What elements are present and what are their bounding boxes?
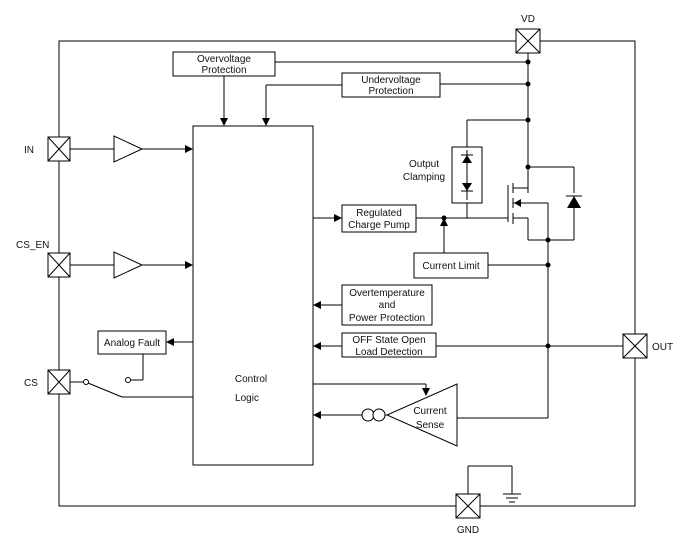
overvoltage-label-2: Protection xyxy=(201,65,246,76)
overtemperature-label-2: and xyxy=(379,300,396,311)
undervoltage-label-1: Undervoltage xyxy=(361,75,421,86)
charge-pump-block xyxy=(341,204,417,233)
chip-outline xyxy=(58,40,636,507)
pin-gnd xyxy=(455,493,481,519)
in-arrow-icon xyxy=(185,145,193,153)
pin-gnd-label: GND xyxy=(457,525,479,536)
pin-vd-label: VD xyxy=(521,14,535,25)
cs-switch-contact xyxy=(83,379,89,385)
ov-arrow-icon xyxy=(220,118,228,126)
overtemp-arrow-icon xyxy=(313,301,321,309)
current-sense-label-1: Current xyxy=(413,406,447,417)
current-sense-arrow-icon xyxy=(313,411,321,419)
control-logic-label-1: Control xyxy=(235,374,267,385)
overtemperature-block xyxy=(341,284,433,326)
analog-fault-block xyxy=(97,330,167,355)
open-load-arrow-icon xyxy=(313,342,321,350)
analog-fault-arrow-icon xyxy=(166,338,174,346)
analog-fault-label: Analog Fault xyxy=(104,338,160,349)
control-logic-label-2: Logic xyxy=(235,393,259,404)
output-clamping-label-1: Output xyxy=(409,159,439,170)
overvoltage-label-1: Overvoltage xyxy=(197,54,251,65)
cs-switch-contact-2 xyxy=(125,377,131,383)
pin-in xyxy=(47,136,71,162)
ground-icon xyxy=(503,493,521,503)
current-sense-label-2: Sense xyxy=(416,420,445,431)
undervoltage-label-2: Protection xyxy=(368,86,413,97)
current-sense-enable-arrow-icon xyxy=(422,388,430,396)
pin-cs-en xyxy=(47,252,71,278)
overtemperature-label-1: Overtemperature xyxy=(349,288,425,299)
current-sense-amplifier xyxy=(385,383,458,447)
pin-vd xyxy=(515,28,541,54)
pin-cs xyxy=(47,369,71,395)
open-load-label-2: Load Detection xyxy=(355,347,422,358)
cs-switch-blade xyxy=(87,382,123,398)
open-load-detection-block xyxy=(341,332,437,358)
charge-pump-in-arrow-icon xyxy=(334,214,342,222)
clamp-zener-icon xyxy=(461,150,473,200)
open-load-label-1: OFF State Open xyxy=(352,335,425,346)
cs-en-arrow-icon xyxy=(185,261,193,269)
undervoltage-protection-block xyxy=(341,72,441,98)
pin-cs-en-label: CS_EN xyxy=(16,240,49,251)
output-clamping-label-2: Clamping xyxy=(403,172,445,183)
power-mosfet-icon xyxy=(507,167,549,241)
control-logic-block xyxy=(192,125,314,466)
pin-out-label: OUT xyxy=(652,342,673,353)
uv-arrow-icon xyxy=(262,118,270,126)
pin-in-label: IN xyxy=(24,145,34,156)
current-limit-label: Current Limit xyxy=(422,261,479,272)
in-buffer xyxy=(113,135,144,163)
pin-out xyxy=(622,333,648,359)
current-source-icon xyxy=(361,408,386,422)
cs-en-buffer xyxy=(113,251,144,279)
charge-pump-label-2: Charge Pump xyxy=(348,220,410,231)
overtemperature-label-3: Power Protection xyxy=(349,313,425,324)
pin-cs-label: CS xyxy=(24,378,38,389)
body-diode-icon xyxy=(566,195,582,208)
charge-pump-label-1: Regulated xyxy=(356,208,402,219)
current-limit-arrow-icon xyxy=(440,218,448,226)
overvoltage-protection-block xyxy=(172,51,276,77)
current-limit-block xyxy=(413,252,489,279)
